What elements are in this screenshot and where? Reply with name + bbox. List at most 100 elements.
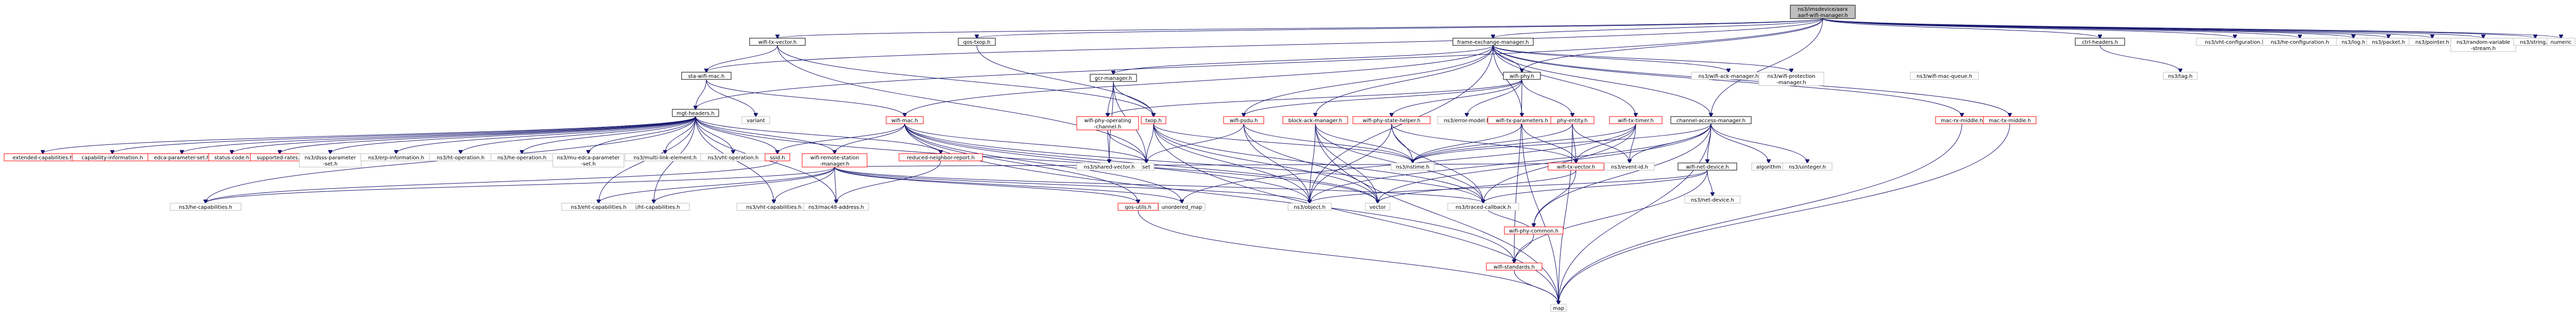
node-box <box>561 203 636 211</box>
graph-node-wifi-standards[interactable]: wifi-standards.h <box>1486 262 1543 271</box>
graph-node-wifi-phy[interactable]: wifi-phy.h <box>1503 72 1541 80</box>
node-label: ns3/pointer.h <box>2415 40 2449 45</box>
edge-wifi-phy-common-to-wifi-standards <box>1514 234 1534 263</box>
node-box <box>1287 203 1332 211</box>
graph-node-block-ack-manager[interactable]: block-ack-manager.h <box>1282 116 1348 124</box>
graph-node-wifi-remote-station-manager[interactable]: wifi-remote-station-manager.h <box>802 153 868 168</box>
graph-node-ns3-ht-operation: ns3/ht-operation.h <box>429 153 492 161</box>
node-label: wifi-net-device.h <box>1686 164 1728 170</box>
node-box <box>552 153 624 168</box>
graph-node-wifi-phy-operating-channel[interactable]: wifi-phy-operating-channel.h <box>1076 116 1139 130</box>
node-label: ns3/imsdevice/aarx <box>1798 7 1848 12</box>
graph-node-phy-entity[interactable]: phy-entity.h <box>1550 116 1595 124</box>
graph-node-ns3-he-capabilities: ns3/he-capabilities.h <box>170 203 242 211</box>
graph-node-algorithm: algorithm <box>1751 162 1786 171</box>
graph-node-wifi-tx-vector[interactable]: wifi-tx-vector.h <box>749 38 806 46</box>
graph-node-wifi-mac[interactable]: wifi-mac.h <box>886 116 924 124</box>
node-label: ns3/packet.h <box>2372 40 2405 45</box>
graph-node-mac-rx-middle[interactable]: mac-rx-middle.h <box>1935 116 1989 124</box>
edge-wifi-tx-parameters-to-wifi-tx-vector-2 <box>1521 123 1576 163</box>
graph-node-pointer: ns3/pointer.h <box>2409 38 2456 46</box>
node-label: gcr-manager.h <box>1095 76 1132 81</box>
node-label: vector <box>1369 205 1386 210</box>
graph-node-wifi-phy-common[interactable]: wifi-phy-common.h <box>1504 226 1564 235</box>
graph-node-extended-capabilities[interactable]: extended-capabilities.h <box>4 153 82 161</box>
graph-node-ssid[interactable]: ssid.h <box>765 153 790 161</box>
node-label: phy-entity.h <box>1557 118 1587 124</box>
graph-node-ns3-traced-callback: ns3/traced-callback.h <box>1447 203 1519 211</box>
edge-wifi-psdu-to-ns3-object <box>1243 123 1310 203</box>
node-label: ns3/vht-configuration.h <box>2205 40 2265 45</box>
node-label: qos-utils.h <box>1125 205 1151 210</box>
node-label: numeric <box>2551 40 2572 45</box>
edge-mgt-headers-to-reduced-neighbor-report <box>695 116 941 154</box>
node-box <box>170 203 242 211</box>
edge-root-to-wifi-phy <box>1522 18 1823 72</box>
edge-qos-utils-to-map <box>1138 210 1558 304</box>
graph-node-wifi-protection-manager: ns3/wifi-protection-manager.h <box>1758 72 1824 86</box>
node-box <box>2075 38 2125 46</box>
graph-node-wifi-tx-timer[interactable]: wifi-tx-timer.h <box>1609 116 1663 124</box>
graph-node-wifi-net-device[interactable]: wifi-net-device.h <box>1677 162 1737 171</box>
node-label: frame-exchange-manager.h <box>1458 40 1529 45</box>
graph-node-mgt-headers[interactable]: mgt-headers.h <box>672 109 719 117</box>
node-label: ns3/net-device.h <box>1691 197 1734 203</box>
edge-frame-exchange-to-block-ack-manager <box>1315 45 1494 117</box>
graph-node-mac-tx-middle[interactable]: mac-tx-middle.h <box>1983 116 2037 124</box>
edge-ssid-to-ns3-he-capabilities <box>206 160 778 203</box>
graph-node-sta-wifi-mac[interactable]: sta-wifi-mac.h <box>681 72 732 80</box>
edge-wifi-net-device-to-wifi-standards <box>1514 170 1708 263</box>
graph-node-qos-txop[interactable]: qos-txop.h <box>958 38 996 46</box>
graph-node-map: map <box>1550 304 1567 312</box>
graph-node-txop[interactable]: txop.h <box>1141 116 1166 124</box>
node-box <box>1282 116 1348 124</box>
node-box <box>749 38 806 46</box>
graph-node-wifi-tx-parameters[interactable]: wifi-tx-parameters.h <box>1487 116 1556 124</box>
edge-frame-exchange-to-mac-rx-middle <box>1493 45 1962 117</box>
graph-node-frame-exchange[interactable]: frame-exchange-manager.h <box>1452 38 1534 46</box>
graph-node-capability-information[interactable]: capability-information.h <box>72 153 153 161</box>
node-label: wifi-standards.h <box>1494 265 1535 270</box>
node-label: reduced-neighbor-report.h <box>907 155 975 161</box>
edge-wifi-tx-vector-2-to-vector <box>1378 170 1577 203</box>
graph-node-gcr-manager[interactable]: gcr-manager.h <box>1090 74 1137 82</box>
node-label: ns3/wifi-protection <box>1767 74 1815 79</box>
graph-node-status-code[interactable]: status-code.h <box>208 153 256 161</box>
graph-node-edca-parameter-set[interactable]: edca-parameter-set.h <box>147 153 216 161</box>
node-box <box>1790 5 1856 19</box>
edge-wifi-remote-station-manager-to-ns3-eht-capabilities <box>599 167 835 203</box>
edge-wifi-remote-station-manager-to-ns3-object <box>834 167 1310 203</box>
graph-node-channel-access-manager[interactable]: channel-access-manager.h <box>1670 116 1752 124</box>
graph-node-ns3-net-device: ns3/net-device.h <box>1684 195 1741 204</box>
node-box <box>1550 116 1595 124</box>
node-box <box>1609 116 1663 124</box>
node-box <box>741 116 770 124</box>
graph-node-ctrl-trigger[interactable]: ctrl-headers.h <box>2075 38 2125 46</box>
node-label: ns3/mac48-address.h <box>808 205 864 210</box>
edge-root-to-sta-wifi-mac <box>706 18 1823 72</box>
edge-wifi-remote-station-manager-to-wifi-tx-vector-2 <box>834 163 1576 168</box>
node-box <box>1758 72 1824 86</box>
edge-block-ack-manager-to-ns3-nstime <box>1315 123 1413 163</box>
edge-phy-entity-to-ns3-nstime <box>1413 123 1573 163</box>
node-label: ns3/uinteger.h <box>1789 164 1826 170</box>
graph-node-qos-utils[interactable]: qos-utils.h <box>1117 203 1159 211</box>
graph-node-wifi-tx-vector-2[interactable]: wifi-tx-vector.h <box>1548 162 1604 171</box>
graph-node-reduced-neighbor-report[interactable]: reduced-neighbor-report.h <box>899 153 983 161</box>
graph-node-ns3-error-model: ns3/error-model.h <box>1437 116 1497 124</box>
edge-block-ack-manager-to-map <box>1315 123 1558 304</box>
edge-wifi-tx-parameters-to-ns3-nstime <box>1413 123 1522 163</box>
edge-mgt-headers-to-ns3-multi-link <box>665 116 696 154</box>
graph-node-vht-configuration: ns3/vht-configuration.h <box>2196 38 2274 46</box>
node-box <box>1076 162 1142 171</box>
edge-root-to-channel-access-manager <box>1711 18 1823 117</box>
node-label: ns3/shared-vector.h <box>1083 164 1134 170</box>
edge-frame-exchange-to-wifi-ack-manager <box>1493 45 1728 72</box>
node-label: wifi-tx-vector.h <box>758 40 796 45</box>
edge-frame-exchange-to-wifi-tx-timer <box>1493 45 1636 117</box>
edge-frame-exchange-to-wifi-mac <box>905 45 1494 117</box>
graph-node-wifi-psdu[interactable]: wifi-psdu.h <box>1223 116 1264 124</box>
graph-node-wifi-phy-state-helper[interactable]: wifi-phy-state-helper.h <box>1352 116 1431 124</box>
